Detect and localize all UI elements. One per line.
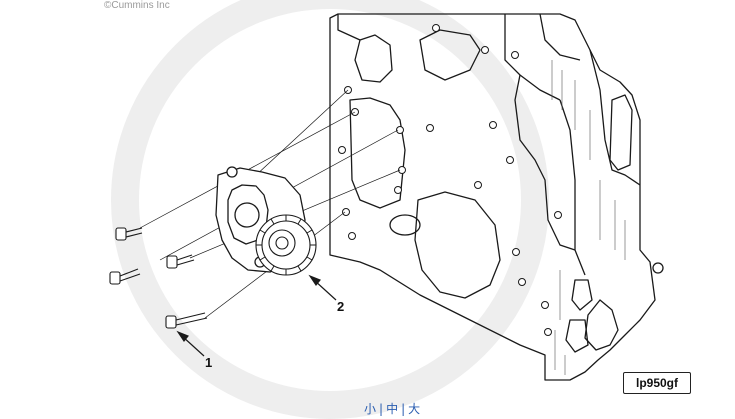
bolt-a bbox=[115, 227, 143, 241]
reference-code: lp950gf bbox=[635, 376, 678, 390]
callout-label-2: 2 bbox=[337, 299, 345, 314]
size-small-link[interactable]: 小 bbox=[364, 402, 377, 416]
reference-code-box: lp950gf bbox=[623, 372, 691, 394]
engine-block bbox=[329, 13, 664, 381]
drive-gear-teeth bbox=[256, 215, 316, 275]
separator: | bbox=[401, 402, 406, 416]
watermark bbox=[111, 0, 549, 419]
callout-leaders bbox=[176, 274, 337, 357]
size-medium-link[interactable]: 中 bbox=[386, 402, 399, 416]
size-large-link[interactable]: 大 bbox=[408, 402, 421, 416]
bolts bbox=[109, 227, 208, 329]
bolt-c bbox=[166, 254, 195, 269]
bolt-b bbox=[109, 268, 141, 285]
copyright-text: ©Cummins Inc bbox=[104, 0, 170, 11]
callout-label-1: 1 bbox=[205, 355, 213, 370]
block-shading bbox=[551, 60, 626, 375]
drive-gear bbox=[255, 214, 317, 276]
separator: | bbox=[379, 402, 384, 416]
size-links: 小|中|大 bbox=[364, 400, 420, 417]
block-bolt-holes bbox=[338, 24, 562, 336]
bolt-d bbox=[165, 312, 208, 329]
